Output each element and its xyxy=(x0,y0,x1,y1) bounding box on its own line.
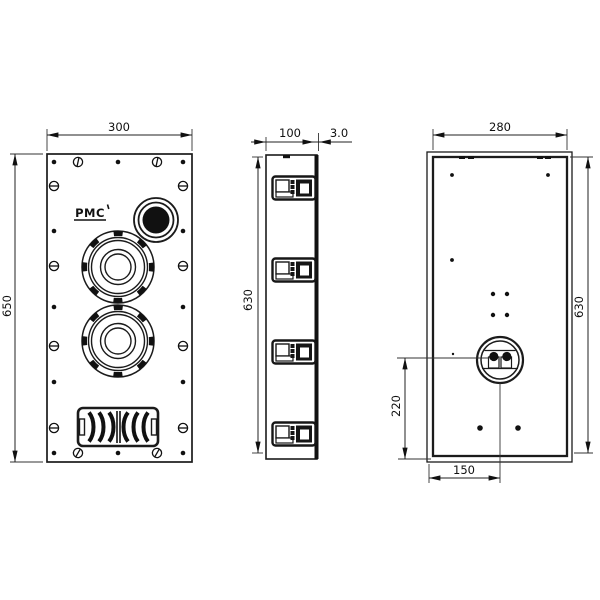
brand-logo: PMC xyxy=(74,204,110,221)
back-top-slots xyxy=(459,156,551,159)
dim-side-depth: 100 3.0 xyxy=(251,126,352,151)
vent-fins xyxy=(87,411,150,443)
binding-post-right xyxy=(502,351,512,362)
top-slot xyxy=(283,155,290,159)
dim-back-height: 630 xyxy=(570,156,593,454)
dim-terminal-vertical: 220 xyxy=(389,357,431,460)
dim-label-front-width: 300 xyxy=(108,120,130,134)
dim-label-back-width: 280 xyxy=(489,120,511,134)
front-fixing-holes xyxy=(51,159,186,456)
dim-label-front-height: 650 xyxy=(0,295,14,317)
dim-front-height: 650 xyxy=(0,153,43,463)
dim-label-side-height: 630 xyxy=(241,289,255,311)
dim-label-terminal-vertical: 220 xyxy=(389,395,403,417)
dim-label-terminal-horizontal: 150 xyxy=(453,463,475,477)
tweeter xyxy=(133,197,179,243)
vent-notch-left xyxy=(78,418,86,436)
back-view: 280 630 220 150 xyxy=(389,120,593,483)
front-view: PMC xyxy=(0,120,193,463)
dim-label-side-depth: 100 xyxy=(279,126,301,140)
dim-side-height: 630 xyxy=(241,156,263,454)
side-cabinet-outline xyxy=(265,154,318,460)
dim-label-side-baffle: 3.0 xyxy=(330,126,348,140)
side-view: 100 3.0 630 xyxy=(241,126,352,460)
terminal-cup xyxy=(475,335,525,385)
vent-notch-right xyxy=(150,418,158,436)
dim-terminal-horizontal: 150 xyxy=(428,463,501,483)
back-fixing-holes xyxy=(450,173,550,431)
dim-front-width: 300 xyxy=(46,120,193,151)
binding-post-left xyxy=(489,351,499,362)
dim-back-width: 280 xyxy=(432,120,568,150)
brand-logo-text: PMC xyxy=(75,206,105,220)
dim-label-back-height: 630 xyxy=(572,296,586,318)
bass-vent xyxy=(76,406,160,448)
brand-logo-mark xyxy=(106,204,110,210)
tweeter-dome xyxy=(142,206,170,234)
